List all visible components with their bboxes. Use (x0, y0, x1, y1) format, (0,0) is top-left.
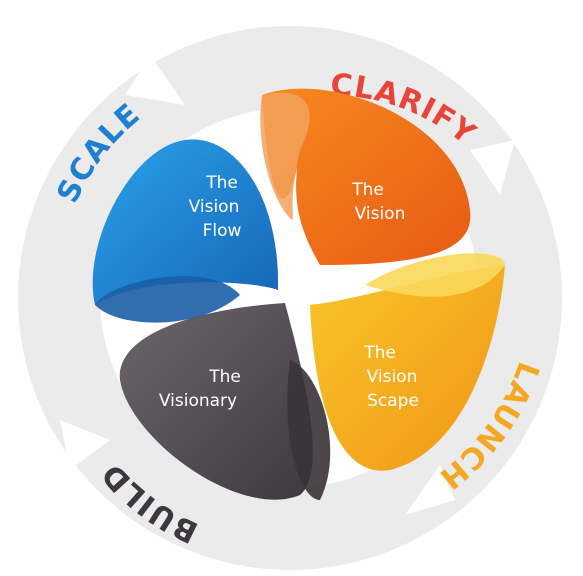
petal-label-line: The (351, 180, 384, 200)
petal-label-line: Vision (367, 367, 418, 387)
ring-arrow-notch (405, 465, 455, 515)
petal-the-vision: The Vision (260, 88, 471, 265)
petal-label-line: Scape (367, 391, 419, 411)
petal-the-vision-flow: The Vision Flow (92, 139, 279, 323)
petal-label-line: Vision (355, 204, 406, 224)
petal-label-line: Flow (203, 221, 242, 241)
ring-arrow-notch (60, 420, 110, 470)
petal-the-visionary: The Visionary (119, 303, 331, 500)
petal-label-line: The (208, 367, 241, 387)
petal-label-line: Visionary (159, 391, 237, 411)
petal-the-vision-scape: The Vision Scape (310, 253, 505, 471)
ring-arrow-notch (125, 55, 185, 105)
petal-label-line: The (205, 173, 238, 193)
ring-arrow-notch (470, 140, 515, 195)
petal-label-line: The (363, 343, 396, 363)
petal-label-line: Vision (189, 197, 240, 217)
